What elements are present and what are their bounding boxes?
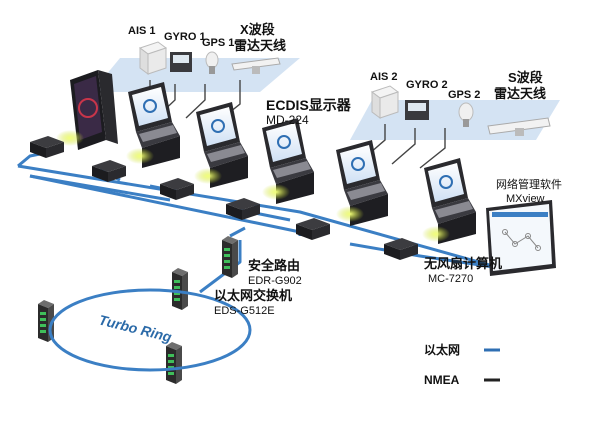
sband-label: S波段 xyxy=(508,70,543,85)
eds-switch-1 xyxy=(172,268,188,310)
computer-box-3 xyxy=(160,178,194,200)
turbo-ring-label: Turbo Ring xyxy=(97,312,173,346)
eds-switch-3 xyxy=(166,342,182,384)
turbo-ring xyxy=(48,288,252,372)
xband-radar-antenna xyxy=(231,57,281,74)
connection-glows xyxy=(56,130,450,242)
edr-g902-router xyxy=(222,236,238,278)
sband-label-2: 雷达天线 xyxy=(494,86,546,101)
ecdis-title: ECDIS显示器 xyxy=(266,97,352,113)
gyro1-device xyxy=(170,52,192,72)
router-model: EDR-G902 xyxy=(248,275,302,287)
gps1-antenna xyxy=(205,51,219,74)
computer-title: 无风扇计算机 xyxy=(423,256,502,271)
gyro1-label: GYRO 1 xyxy=(164,31,206,43)
computer-model: MC-7270 xyxy=(428,273,473,285)
router-title: 安全路由 xyxy=(248,258,300,273)
gyro2-device xyxy=(405,100,429,120)
legend-nmea-label: NMEA xyxy=(424,373,460,387)
gps2-label: GPS 2 xyxy=(448,89,480,101)
mxview-monitor xyxy=(486,200,556,276)
sband-radar-antenna xyxy=(487,117,551,136)
ais2-label: AIS 2 xyxy=(370,71,398,83)
ais2-device xyxy=(370,85,400,119)
radar-console xyxy=(70,70,118,150)
mxview-title: 网络管理软件 xyxy=(496,177,562,191)
xband-label-2: 雷达天线 xyxy=(234,38,286,53)
legend: 以太网 NMEA xyxy=(424,342,500,387)
ais1-device xyxy=(138,41,168,75)
switch-title: 以太网交换机 xyxy=(214,288,292,303)
xband-label: X波段 xyxy=(240,22,275,37)
mxview-model: MXview xyxy=(506,193,545,205)
switch-model: EDS-G512E xyxy=(214,305,275,317)
computer-box-5 xyxy=(296,218,330,240)
ecdis-model: MD-224 xyxy=(266,113,309,127)
gps1-label: GPS 1 xyxy=(202,37,234,49)
gyro2-label: GYRO 2 xyxy=(406,79,448,91)
gps2-antenna xyxy=(458,102,474,127)
ais1-label: AIS 1 xyxy=(128,25,156,37)
mc7270-computer xyxy=(384,238,418,260)
legend-ethernet-label: 以太网 xyxy=(424,342,460,357)
